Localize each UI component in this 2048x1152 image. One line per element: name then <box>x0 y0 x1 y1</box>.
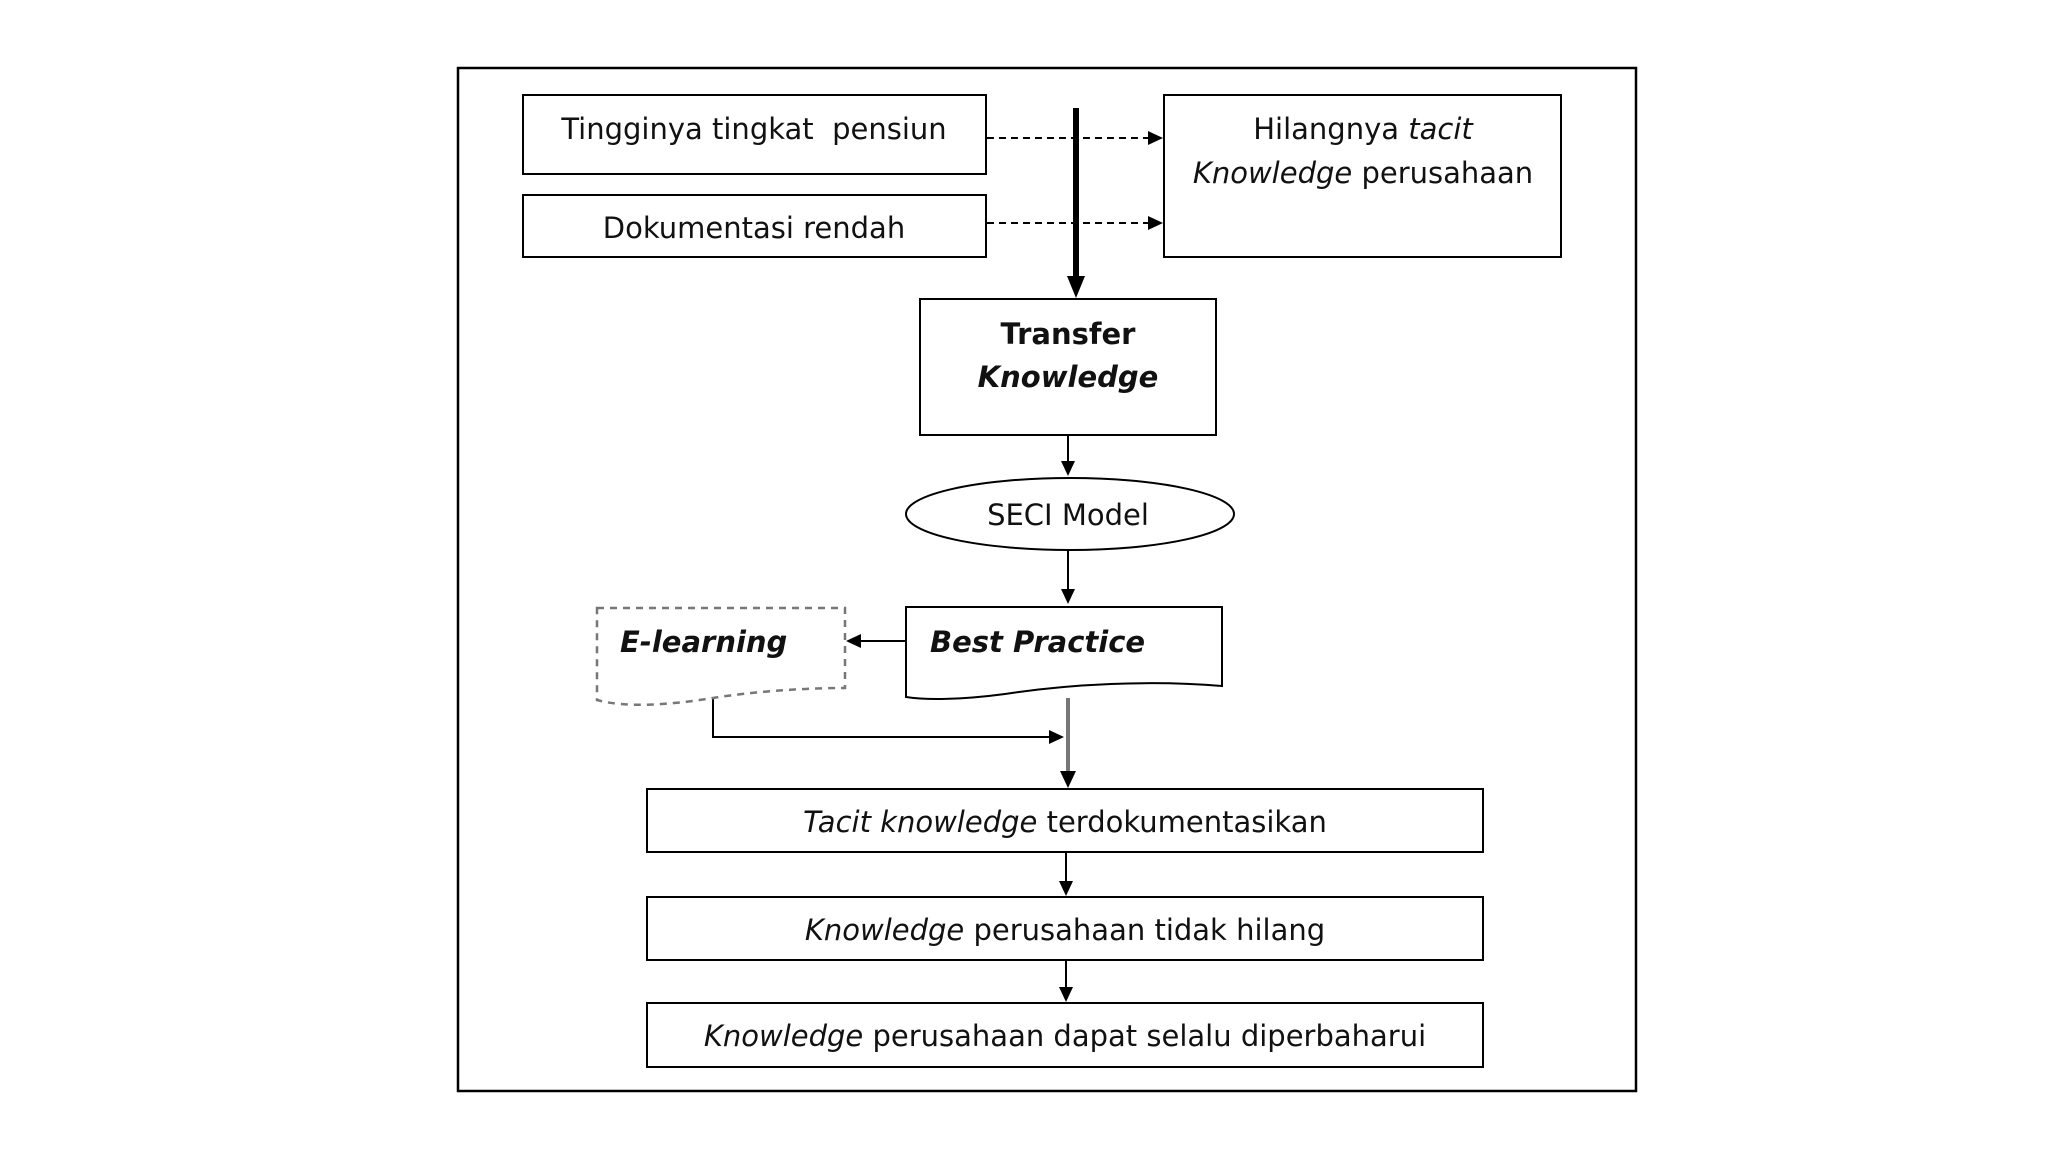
node-label: E-learning <box>620 625 787 659</box>
arrowhead-tidak-hilang <box>1059 881 1073 896</box>
node-label: Tingginya tingkat pensiun <box>560 112 946 146</box>
node-label: Knowledge perusahaan dapat selalu diperb… <box>704 1019 1426 1053</box>
node-label-italic: Knowledge <box>805 913 964 947</box>
node-tingginya-tingkat-pensiun: Tingginya tingkat pensiun <box>522 94 987 175</box>
node-document-shape <box>905 606 1223 700</box>
node-label-plain: terdokumentasikan <box>1037 805 1327 839</box>
node-document-shape <box>595 606 847 706</box>
node-dokumentasi-rendah: Dokumentasi rendah <box>522 194 987 258</box>
node-label-line-1: Transfer <box>1001 317 1137 351</box>
node-box <box>1163 94 1562 258</box>
arrowhead-seci <box>1061 461 1075 476</box>
node-label: SECI Model <box>987 498 1149 532</box>
node-label: Tacit knowledge terdokumentasikan <box>803 805 1327 839</box>
node-knowledge-diperbaharui: Knowledge perusahaan dapat selalu diperb… <box>646 1002 1484 1068</box>
node-label-plain: Hilangnya <box>1253 112 1408 146</box>
node-label-line-2: Knowledge perusahaan <box>1193 156 1533 190</box>
connector-elearning-merge <box>712 694 1050 738</box>
node-tacit-knowledge-terdokumentasikan: Tacit knowledge terdokumentasikan <box>646 788 1484 853</box>
node-label-italic: Knowledge <box>704 1019 863 1053</box>
node-hilangnya-tacit-knowledge: Hilangnya tacit Knowledge perusahaan <box>1163 94 1562 258</box>
node-label-plain: perusahaan <box>1352 156 1533 190</box>
node-label-italic: Knowledge <box>1193 156 1352 190</box>
node-seci-model: SECI Model <box>905 477 1235 551</box>
node-label-italic: tacit <box>1408 112 1474 146</box>
arrowhead-tacit-doc <box>1060 771 1076 788</box>
node-box <box>646 1002 1484 1068</box>
node-box <box>522 194 987 258</box>
node-label-plain: perusahaan dapat selalu diperbaharui <box>863 1019 1426 1053</box>
node-ellipse <box>905 477 1235 551</box>
node-best-practice: Best Practice <box>905 606 1223 700</box>
arrowhead-transfer <box>1067 276 1085 298</box>
node-box <box>646 788 1484 853</box>
node-e-learning: E-learning <box>595 606 847 706</box>
arrowhead-best-practice <box>1061 589 1075 604</box>
arrowhead-hilangnya-top <box>1148 131 1163 145</box>
node-box <box>919 298 1217 436</box>
arrowhead-hilangnya-bottom <box>1148 216 1163 230</box>
node-label: Dokumentasi rendah <box>603 211 905 245</box>
node-label-italic: Tacit knowledge <box>803 805 1037 839</box>
arrowhead-merge <box>1049 730 1064 744</box>
diagram-frame <box>456 66 1638 1093</box>
node-label-line-2: Knowledge <box>978 360 1159 394</box>
node-knowledge-tidak-hilang: Knowledge perusahaan tidak hilang <box>646 896 1484 961</box>
node-label-line-1: Hilangnya tacit <box>1253 112 1474 146</box>
node-transfer-knowledge: Transfer Knowledge <box>919 298 1217 436</box>
node-label: Best Practice <box>930 625 1145 659</box>
arrowhead-elearning <box>846 634 861 648</box>
node-label-plain: perusahaan tidak hilang <box>964 913 1325 947</box>
node-label: Knowledge perusahaan tidak hilang <box>805 913 1325 947</box>
arrowhead-diperbaharui <box>1059 987 1073 1002</box>
node-box <box>646 896 1484 961</box>
node-box <box>522 94 987 175</box>
